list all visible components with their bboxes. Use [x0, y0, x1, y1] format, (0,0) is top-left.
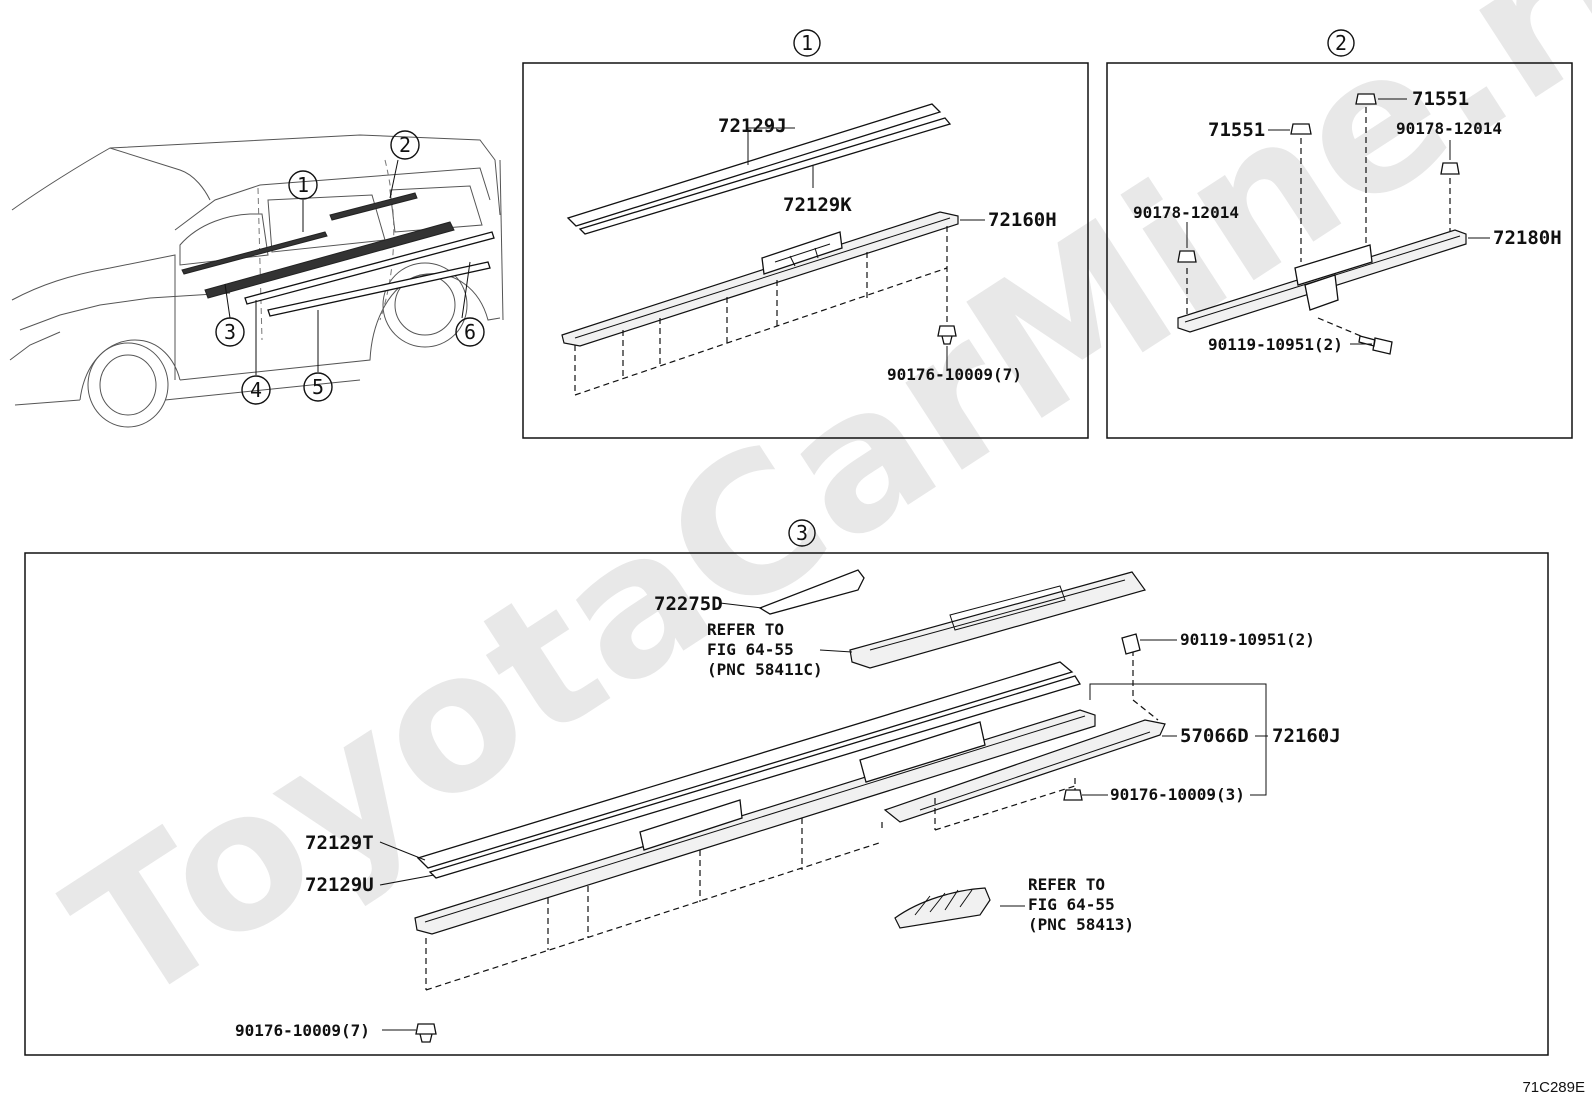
label-72160H: 72160H — [988, 209, 1057, 231]
refer2-line2: FIG 64-55 — [1028, 895, 1115, 914]
bracket-72275D — [758, 569, 865, 615]
callout-4: 4 — [241, 375, 271, 405]
label-90176-10009-3: 90176-10009(3) — [1110, 785, 1245, 804]
rail-4 — [244, 231, 495, 305]
label-90119-10951-2-p2: 90119-10951(2) — [1208, 335, 1343, 354]
label-72129T: 72129T — [305, 832, 374, 854]
label-90178-12014-a: 90178-12014 — [1133, 203, 1239, 222]
label-72160J: 72160J — [1272, 725, 1341, 747]
svg-text:5: 5 — [312, 375, 324, 399]
callout-3: 3 — [215, 317, 245, 347]
panel-1-number: 1 — [801, 31, 813, 55]
rail-5 — [267, 261, 491, 317]
refer2-line1: REFER TO — [1028, 875, 1105, 894]
moulding-2 — [329, 192, 418, 221]
strip-72129U — [428, 675, 1082, 879]
strip-72129K — [578, 117, 952, 235]
callout-1: 1 — [288, 170, 318, 200]
label-71551-a: 71551 — [1208, 119, 1265, 141]
figure-code: 71C289E — [1522, 1079, 1585, 1096]
panel-2-number: 2 — [1335, 31, 1347, 55]
refer1-line3: (PNC 58411C) — [707, 660, 823, 679]
label-72275D: 72275D — [654, 593, 723, 615]
svg-text:4: 4 — [250, 378, 262, 402]
moulding-1 — [181, 231, 328, 275]
vehicle-overview — [9, 134, 504, 428]
cover-57066D — [883, 719, 1166, 823]
label-57066D: 57066D — [1180, 725, 1249, 747]
label-71551-b: 71551 — [1412, 88, 1469, 110]
callout-2: 2 — [390, 130, 420, 160]
refer-part-58413 — [894, 887, 991, 929]
label-72129K: 72129K — [783, 194, 852, 216]
svg-text:2: 2 — [399, 133, 411, 157]
callout-6: 6 — [455, 317, 485, 347]
callout-5: 5 — [303, 372, 333, 402]
label-90178-12014-b: 90178-12014 — [1396, 119, 1502, 138]
strip-72129T — [416, 661, 1074, 869]
svg-text:6: 6 — [464, 320, 476, 344]
label-72129J: 72129J — [718, 115, 787, 137]
panel-1: 1 72129J 72129K 72160H 90176-10009(7) — [522, 29, 1089, 439]
label-90119-10951-2-p3: 90119-10951(2) — [1180, 630, 1315, 649]
svg-text:3: 3 — [224, 320, 236, 344]
label-90176-10009-7-p3: 90176-10009(7) — [235, 1021, 370, 1040]
panel-2: 2 71551 71551 90178-12014 90178-12014 72… — [1106, 29, 1573, 439]
moulding-3 — [204, 221, 455, 299]
panel-3: 3 — [24, 519, 1549, 1056]
svg-text:1: 1 — [297, 173, 309, 197]
label-72129U: 72129U — [305, 874, 374, 896]
step-cover-upper — [849, 571, 1146, 669]
refer1-line2: FIG 64-55 — [707, 640, 794, 659]
watermark: ToyotaCarMine.ru — [34, 0, 1592, 1048]
strip-72129J — [566, 103, 942, 227]
label-72180H: 72180H — [1493, 227, 1562, 249]
panel-3-number: 3 — [796, 521, 808, 545]
refer1-line1: REFER TO — [707, 620, 784, 639]
refer2-line3: (PNC 58413) — [1028, 915, 1134, 934]
label-90176-10009-7-p1: 90176-10009(7) — [887, 365, 1022, 384]
